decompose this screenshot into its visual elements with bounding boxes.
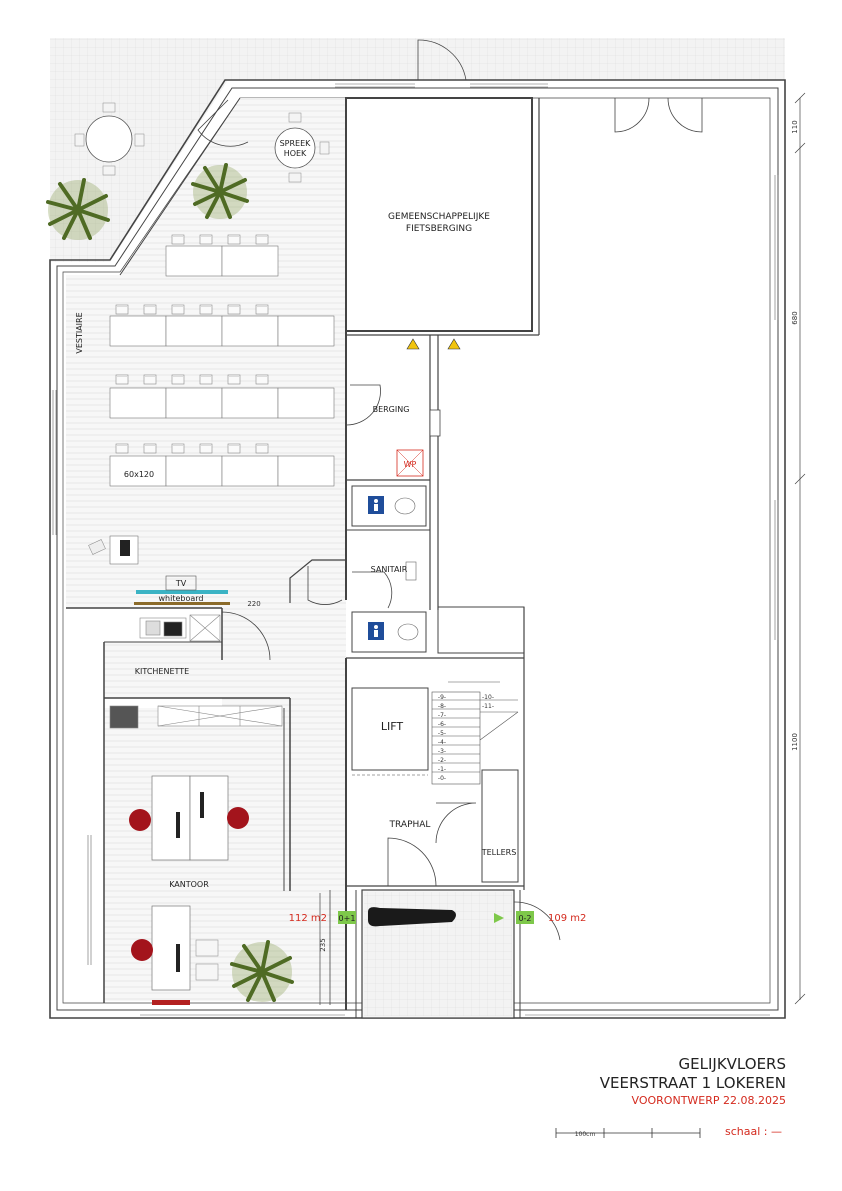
redacted-mark (368, 907, 456, 927)
tv-whiteboard (134, 575, 230, 605)
room-label-kitchenette: KITCHENETTE (135, 667, 189, 676)
scale-label: schaal : — (725, 1125, 782, 1138)
plan-status: VOORONTWERP 22.08.2025 (631, 1094, 786, 1107)
step-label: -1- (438, 766, 446, 773)
room-label-spreekhoek-1: SPREEK (280, 139, 312, 148)
room-label-fietsberging-1: GEMEENSCHAPPELIJKE (388, 212, 490, 222)
step-label: -7- (438, 712, 446, 719)
windows (52, 83, 779, 1016)
kitchen-cabinets (109, 614, 283, 729)
staircase (431, 681, 519, 785)
dimension-110: 110 (791, 120, 799, 133)
area-left: 112 m2 (289, 913, 327, 924)
room-label-kantoor: KANTOOR (169, 880, 209, 889)
step-label: -3- (438, 748, 446, 755)
room-label-spreekhoek-2: HOEK (284, 149, 307, 158)
wp-unit (396, 449, 424, 477)
dimension-235: 235 (319, 938, 327, 951)
dimension-door: 220 (247, 600, 260, 608)
plant-icon (46, 178, 110, 240)
area-right: 109 m2 (548, 913, 586, 924)
scale-bar (555, 1128, 701, 1138)
step-label: -4- (438, 739, 446, 746)
plant-icon (230, 940, 294, 1002)
label-desk-size: 60x120 (124, 470, 154, 479)
step-label: -8- (438, 703, 446, 710)
level-tag-left (338, 911, 356, 924)
level-tag-right-text: 0-2 (518, 914, 531, 923)
shaft-marker (429, 409, 441, 437)
terrace-grid-left (50, 38, 228, 262)
room-label-wp: WP (404, 460, 417, 469)
step-label: -11- (482, 703, 494, 710)
room-label-traphal: TRAPHAL (389, 820, 431, 830)
dimension-1100: 1100 (791, 733, 799, 751)
entrance-arrow-icon (494, 913, 504, 923)
room-label-lift: LIFT (381, 720, 404, 733)
office-desks (151, 775, 229, 1005)
step-label: -5- (438, 730, 446, 737)
plant-icon (191, 163, 249, 219)
step-label: -6- (438, 721, 446, 728)
room-label-tellers: TELLERS (481, 848, 517, 857)
dimension-line (319, 92, 806, 1005)
level-tag-left-text: 0+1 (339, 914, 356, 923)
plan-title: GELIJKVLOERS (678, 1055, 786, 1073)
title-block: GELIJKVLOERS VEERSTRAAT 1 LOKEREN VOORON… (600, 1055, 786, 1108)
level-tag-right (516, 911, 534, 924)
doors (197, 39, 703, 1005)
round-table-spreekhoek (274, 112, 330, 183)
label-tv: TV (175, 579, 187, 588)
step-label: -10- (482, 694, 494, 701)
warning-icon (406, 338, 461, 350)
dimension-680: 680 (791, 311, 799, 324)
office-chair-icon (129, 807, 249, 961)
step-label: -0- (438, 775, 446, 782)
room-label-fietsberging-2: FIETSBERGING (406, 224, 472, 234)
outer-walls (49, 79, 786, 1019)
step-label: -2- (438, 757, 446, 764)
room-label-sanitair: SANITAIR (371, 565, 408, 574)
toilet-sign-icon (368, 496, 419, 641)
single-workstation (88, 535, 139, 565)
room-label-berging: BERGING (373, 405, 410, 414)
scale-bar-label: 100cm (575, 1131, 596, 1138)
step-label: -9- (438, 694, 446, 701)
plan-address: VEERSTRAAT 1 LOKEREN (599, 1074, 786, 1092)
label-whiteboard: whiteboard (159, 594, 204, 603)
room-label-vestiaire: VESTIAIRE (75, 312, 84, 353)
round-table-terrace (74, 102, 145, 176)
